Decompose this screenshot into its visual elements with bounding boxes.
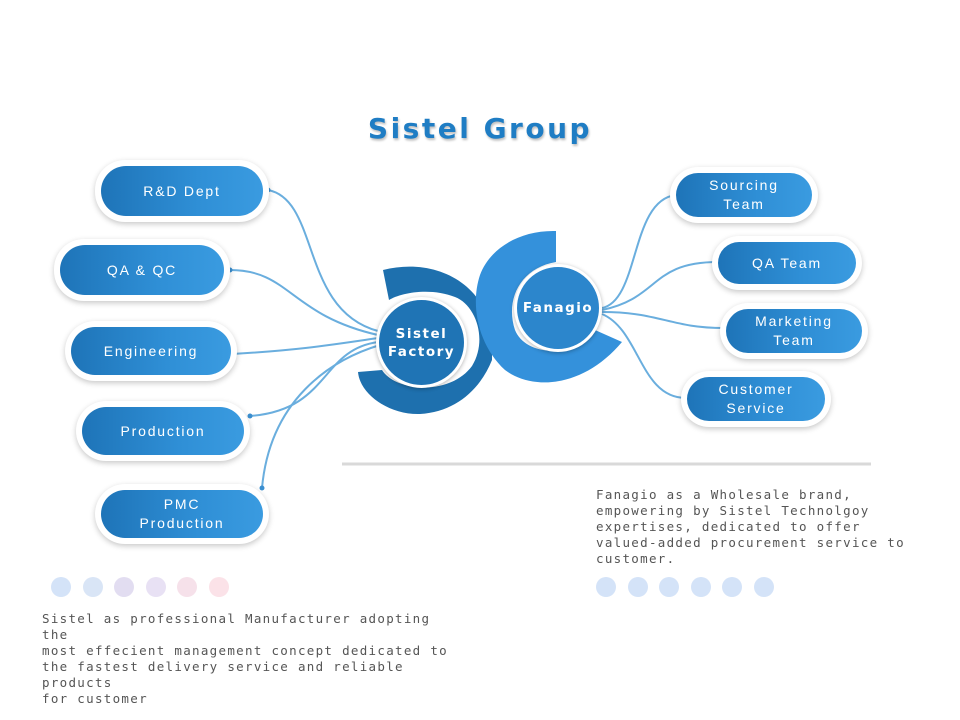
connector-rd bbox=[267, 189, 379, 332]
fanagio-ring bbox=[475, 230, 622, 383]
fanagio-description: Fanagio as a Wholesale brand, empowering… bbox=[596, 487, 905, 566]
node-marketing-team: Marketing Team bbox=[720, 303, 868, 359]
decorative-dot bbox=[627, 577, 648, 597]
node-label: QA Team bbox=[718, 242, 856, 284]
node-qa-qc: QA & QC bbox=[54, 239, 230, 301]
node-engineering: Engineering bbox=[65, 321, 237, 381]
decorative-dot bbox=[145, 577, 166, 597]
decorative-dot bbox=[753, 577, 774, 597]
sistel-description: Sistel as professional Manufacturer adop… bbox=[42, 611, 448, 706]
node-customer-service: Customer Service bbox=[681, 371, 831, 427]
node-label: PMC Production bbox=[101, 490, 263, 538]
connector-qa bbox=[229, 269, 379, 336]
connector-cs bbox=[601, 313, 687, 399]
sistel-factory-hub: Sistel Factory bbox=[376, 297, 467, 388]
node-label: Marketing Team bbox=[726, 309, 862, 353]
connector-prod bbox=[249, 341, 379, 417]
connector-eng bbox=[231, 337, 379, 355]
fanagio-hub: Fanagio bbox=[514, 264, 602, 352]
node-label: R&D Dept bbox=[101, 166, 263, 216]
connector-qa-team bbox=[601, 261, 719, 311]
page-title: Sistel Group bbox=[367, 112, 593, 145]
decorative-dot bbox=[208, 577, 229, 597]
decorative-dot bbox=[82, 577, 103, 597]
node-qa-team: QA Team bbox=[712, 236, 862, 290]
connector-pmc bbox=[261, 344, 381, 489]
node-rd-dept: R&D Dept bbox=[95, 160, 269, 222]
connector-marketing bbox=[601, 311, 725, 329]
node-label: Sourcing Team bbox=[676, 173, 812, 217]
decorative-dot bbox=[659, 577, 679, 597]
decorative-dot bbox=[114, 577, 134, 597]
connector-sourcing bbox=[601, 194, 677, 309]
node-label: Engineering bbox=[71, 327, 231, 375]
decorative-dot bbox=[596, 577, 616, 597]
node-pmc-production: PMC Production bbox=[95, 484, 269, 544]
node-label: QA & QC bbox=[60, 245, 224, 295]
node-label: Customer Service bbox=[687, 377, 825, 421]
decorative-dot bbox=[690, 577, 711, 597]
node-label: Production bbox=[82, 407, 244, 455]
node-production: Production bbox=[76, 401, 250, 461]
node-sourcing-team: Sourcing Team bbox=[670, 167, 818, 223]
decorative-dot bbox=[722, 577, 742, 597]
decorative-dot bbox=[177, 577, 197, 597]
decorative-dot bbox=[51, 577, 71, 597]
